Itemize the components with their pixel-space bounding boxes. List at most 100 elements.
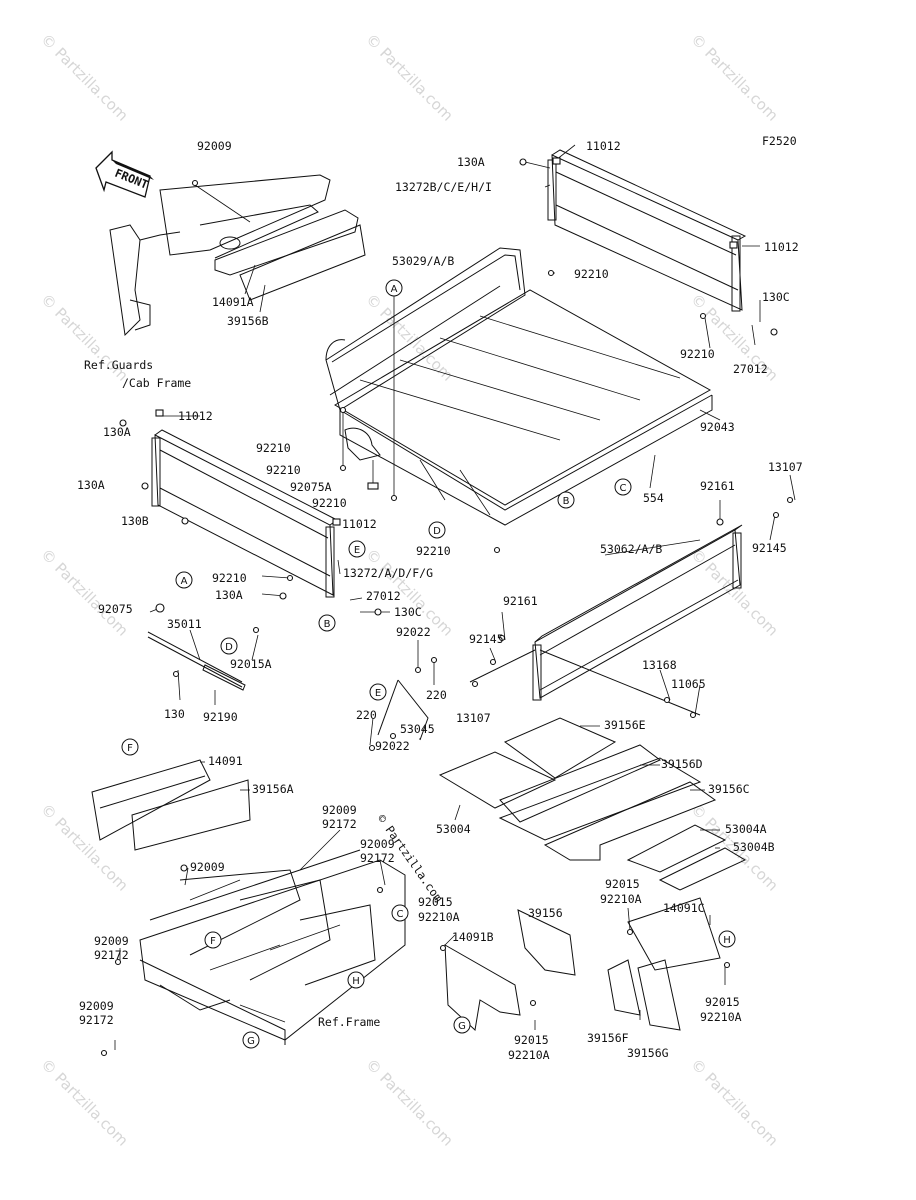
leader-lines xyxy=(114,144,796,1050)
part-label: 92210 xyxy=(256,441,291,455)
part-label: 13272B/C/E/H/I xyxy=(395,180,492,194)
callout-a: A xyxy=(391,284,398,295)
part-label: 39156E xyxy=(604,718,646,732)
callout-f: F xyxy=(210,936,216,947)
part-label: 92210A xyxy=(418,910,460,924)
part-label: 92009 xyxy=(190,860,225,874)
part-label: 92022 xyxy=(375,739,410,753)
part-label: 14091B xyxy=(452,930,494,944)
figure-code: F2520 xyxy=(762,134,797,148)
callout-markers: A A B B C C D D E E F F G G H H xyxy=(121,279,736,1049)
part-label: 130A xyxy=(215,588,243,602)
tail-gate xyxy=(532,524,743,701)
watermark: © Partzilla.com xyxy=(362,290,457,385)
part-label: 92015 xyxy=(514,1033,549,1047)
tailgate-cable xyxy=(377,649,701,741)
part-label: 92210 xyxy=(416,544,451,558)
part-label: 92075A xyxy=(290,480,332,494)
callout-h: H xyxy=(723,935,731,946)
part-label: 92145 xyxy=(469,632,504,646)
part-label: 92015A xyxy=(230,657,272,671)
callout-h: H xyxy=(352,976,360,987)
part-label: 92172 xyxy=(322,817,357,831)
front-arrow-icon: FRONT xyxy=(95,150,154,198)
callout-a: A xyxy=(181,576,188,587)
part-label: Ref.Guards xyxy=(84,358,153,372)
part-label: 130 xyxy=(164,707,185,721)
part-label: 130A xyxy=(457,155,485,169)
part-label: 14091A xyxy=(212,295,254,309)
callout-c: C xyxy=(397,909,404,920)
part-label: 92009 xyxy=(94,934,129,948)
part-label: 130A xyxy=(77,478,105,492)
callout-b: B xyxy=(324,619,331,630)
part-label: 13272/A/D/F/G xyxy=(343,566,433,580)
part-label: 53062/A/B xyxy=(600,542,662,556)
part-label: 39156 xyxy=(528,906,563,920)
cargo-bed xyxy=(325,247,713,526)
part-label: 92009 xyxy=(197,139,232,153)
callout-b: B xyxy=(563,496,570,507)
part-label: 92009 xyxy=(360,837,395,851)
part-label: 11012 xyxy=(342,517,377,531)
part-label: 92043 xyxy=(700,420,735,434)
callout-g: G xyxy=(458,1021,466,1032)
part-label: 130C xyxy=(394,605,422,619)
part-label: 53004A xyxy=(725,822,767,836)
part-label: 13168 xyxy=(642,658,677,672)
part-label: 27012 xyxy=(733,362,768,376)
part-label: 27012 xyxy=(366,589,401,603)
part-label: 53004 xyxy=(436,822,471,836)
part-label: 13107 xyxy=(456,711,491,725)
lock-rod xyxy=(147,631,246,691)
part-label: 53029/A/B xyxy=(392,254,454,268)
callout-e: E xyxy=(375,688,381,699)
part-label: 39156C xyxy=(708,782,750,796)
part-labels: 92009 14091A 39156 B Ref.Guards /Cab Fram… xyxy=(77,139,803,1062)
part-label: 11012 xyxy=(586,139,621,153)
part-label: 92210 xyxy=(312,496,347,510)
part-label: 39156D xyxy=(661,757,703,771)
part-label: 92210A xyxy=(700,1010,742,1024)
part-label: 92210 xyxy=(266,463,301,477)
part-label: 220 xyxy=(356,708,377,722)
part-label: 39156A xyxy=(252,782,294,796)
part-label: 130A xyxy=(103,425,131,439)
watermark: © Partzilla.com xyxy=(687,30,782,125)
right-side-gate xyxy=(547,149,747,312)
part-label: /Cab Frame xyxy=(122,376,191,390)
part-label: 92172 xyxy=(79,1013,114,1027)
part-label: 130B xyxy=(121,514,149,528)
callout-c: C xyxy=(620,483,627,494)
watermark: © Partzilla.com xyxy=(687,545,782,640)
part-label: 220 xyxy=(426,688,447,702)
part-label: 39156G xyxy=(627,1046,669,1060)
fasteners xyxy=(100,157,794,1057)
callout-d: D xyxy=(433,526,441,537)
part-label: 92161 xyxy=(700,479,735,493)
part-label: 92022 xyxy=(396,625,431,639)
part-label: 11065 xyxy=(671,677,706,691)
part-label: 92210A xyxy=(600,892,642,906)
part-label: 35011 xyxy=(167,617,202,631)
callout-e: E xyxy=(354,545,360,556)
part-label: 39156F xyxy=(587,1031,629,1045)
watermark: © Partzilla.com xyxy=(687,1055,782,1150)
watermark: © Partzilla.com xyxy=(362,30,457,125)
callout-g: G xyxy=(247,1036,255,1047)
part-label: 14091C xyxy=(663,901,705,915)
part-label: 130C xyxy=(762,290,790,304)
left-side-panels xyxy=(91,759,251,851)
part-label: 92210 xyxy=(574,267,609,281)
part-label: 92015 xyxy=(605,877,640,891)
part-label: 11012 xyxy=(764,240,799,254)
part-label: 92145 xyxy=(752,541,787,555)
callout-d: D xyxy=(225,642,233,653)
part-label: 92210 xyxy=(680,347,715,361)
cab-guard-bracket xyxy=(109,174,366,337)
watermark: © Partzilla.com xyxy=(37,545,132,640)
part-label: 92009 xyxy=(79,999,114,1013)
part-label: 92210A xyxy=(508,1048,550,1062)
part-label: 92172 xyxy=(94,948,129,962)
